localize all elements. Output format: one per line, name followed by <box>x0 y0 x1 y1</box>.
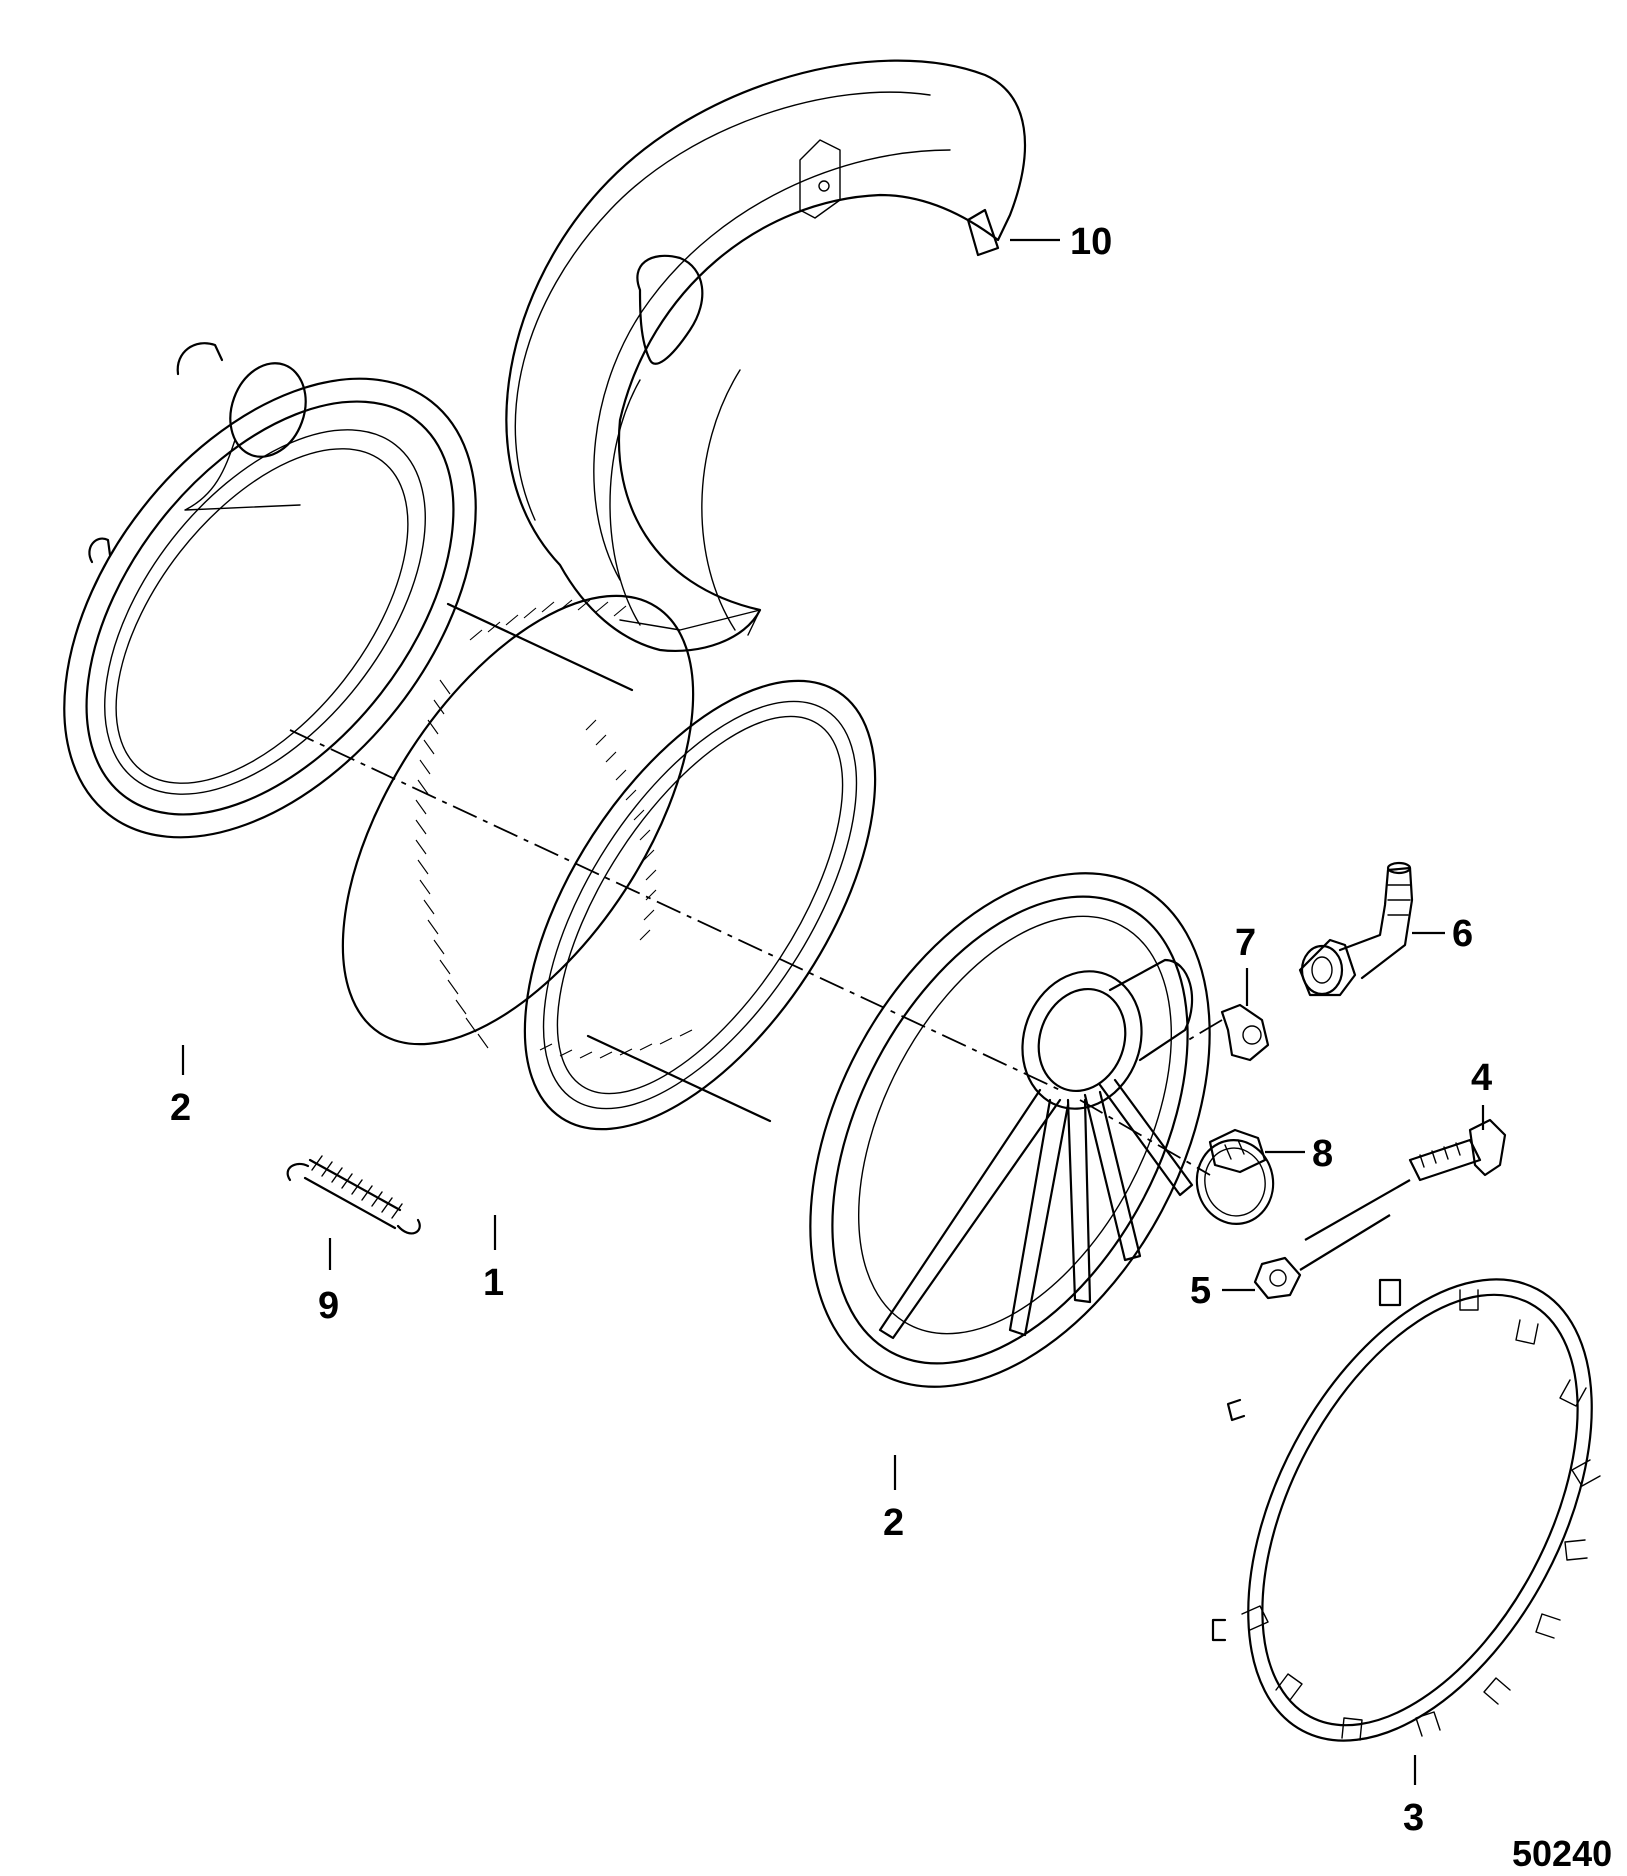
filter-pleats <box>415 599 693 1059</box>
callout-10: 10 <box>1070 221 1112 263</box>
figure-number: 50240 <box>1512 1833 1612 1874</box>
clamp-ring-part <box>1211 1278 1601 1742</box>
callout-3: 3 <box>1403 1797 1424 1839</box>
callout-4: 4 <box>1471 1057 1492 1099</box>
callout-2-right: 2 <box>883 1502 904 1544</box>
shroud-part <box>505 59 1026 652</box>
callout-1: 1 <box>483 1262 504 1304</box>
hose-clamp-axis-line <box>1079 1099 1211 1176</box>
assembly-axis-line <box>289 729 1061 1091</box>
elbow-fitting-part <box>1298 861 1414 997</box>
cover-left-part <box>63 342 477 839</box>
spring-part <box>286 1155 421 1235</box>
callout-8: 8 <box>1312 1133 1333 1175</box>
callout-7: 7 <box>1235 922 1256 964</box>
clip-part <box>1184 1003 1270 1062</box>
callout-5: 5 <box>1190 1270 1211 1312</box>
callout-2-left: 2 <box>170 1087 191 1129</box>
nut-part <box>1253 1214 1391 1300</box>
cover-right-part <box>809 872 1211 1388</box>
callout-9: 9 <box>318 1285 339 1327</box>
air-filter-part <box>341 594 877 1131</box>
callout-6: 6 <box>1452 913 1473 955</box>
screw-part <box>1304 1118 1507 1241</box>
hose-clamp-part <box>1195 1128 1275 1225</box>
